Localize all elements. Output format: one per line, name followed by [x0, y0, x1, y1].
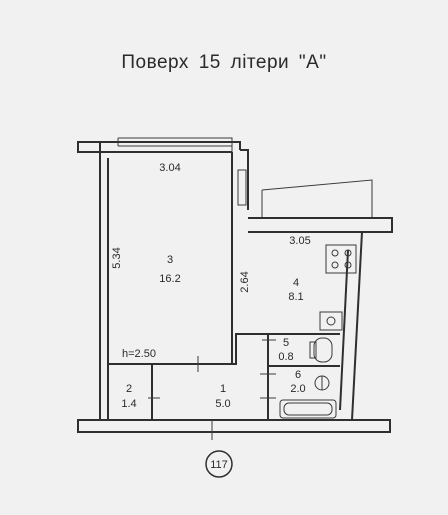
room5-number: 5 — [283, 337, 289, 349]
room4-area: 8.1 — [288, 291, 303, 303]
toilet-icon — [309, 337, 333, 363]
sink-icon — [319, 311, 343, 331]
room1-area: 5.0 — [215, 398, 230, 410]
dim-room3-width: 3.04 — [159, 162, 180, 174]
partitions — [108, 232, 340, 420]
stamp-number: 117 — [210, 459, 228, 471]
washbasin-icon — [314, 375, 330, 391]
bathtub-icon — [279, 399, 337, 419]
room-labels: 3.04 5.34 3 16.2 3.05 2.64 4 8.1 h=2.50 … — [111, 162, 311, 410]
ceiling-height: h=2.50 — [122, 348, 156, 360]
room2-number: 2 — [126, 383, 132, 395]
room2-area: 1.4 — [121, 398, 136, 410]
dim-kitchen-length: 2.64 — [239, 271, 251, 292]
room6-area: 2.0 — [290, 383, 305, 395]
outer-walls — [77, 137, 393, 440]
page-stamp: 117 — [205, 450, 233, 478]
room3-area: 16.2 — [159, 273, 180, 285]
page-title: Поверх 15 літери "А" — [121, 52, 327, 73]
stove-icon — [325, 244, 357, 274]
room5-area: 0.8 — [278, 351, 293, 363]
dim-kitchen-width: 3.05 — [289, 235, 310, 247]
room4-number: 4 — [293, 277, 299, 289]
room6-number: 6 — [295, 369, 301, 381]
room3-number: 3 — [167, 254, 173, 266]
dim-room3-length: 5.34 — [111, 247, 123, 268]
room1-number: 1 — [220, 383, 226, 395]
